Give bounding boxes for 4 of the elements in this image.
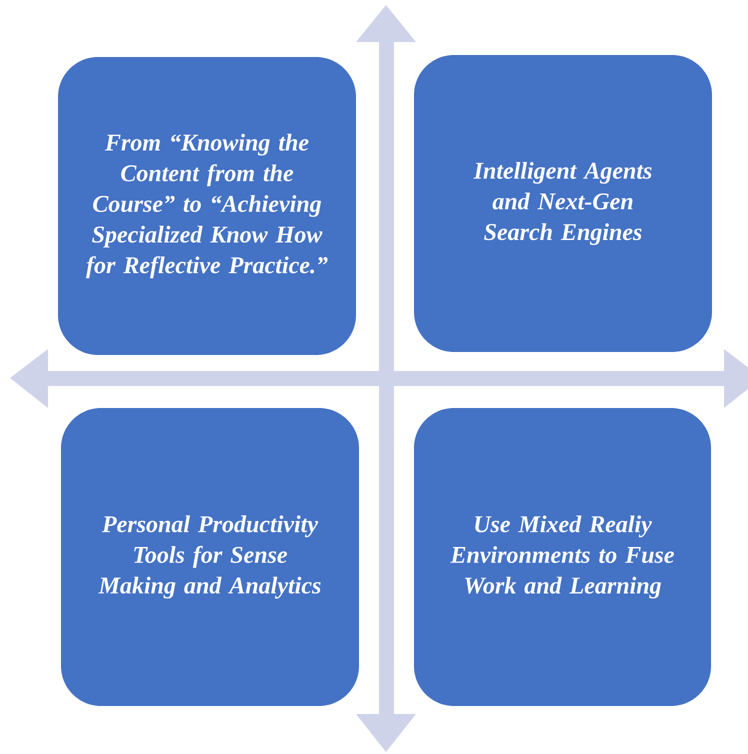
rounded-box: Personal Productivity Tools for Sense Making and Analytics: [61, 408, 359, 706]
rounded-box: From “Knowing the Content from the Course” to “Achieving Specialized Know How for Reflective Practice.”: [58, 57, 356, 355]
rounded-box: Use Mixed Realiy Environments to Fuse Work and Learning: [414, 408, 712, 706]
rounded-box: Intelligent Agents and Next-Gen Search Engines: [414, 54, 712, 352]
